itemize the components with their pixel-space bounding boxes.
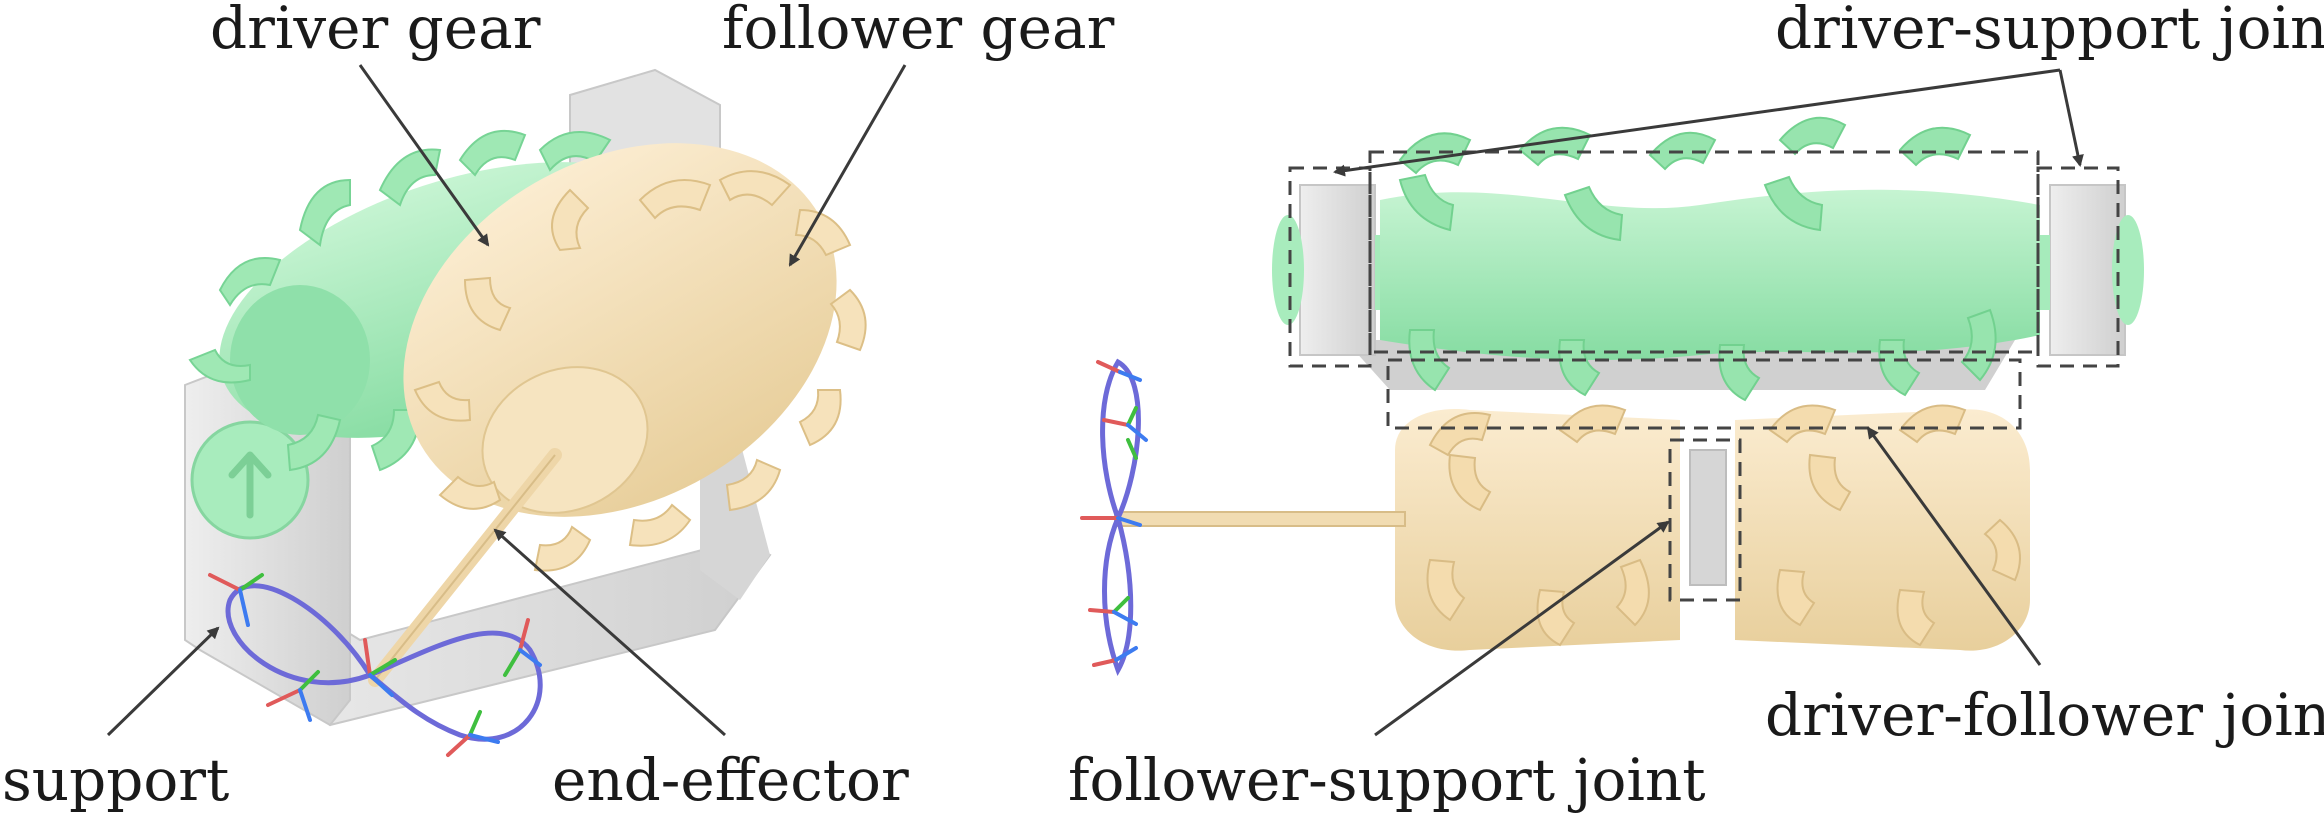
follower-gear-left bbox=[403, 143, 867, 572]
trajectory-frames-right bbox=[1080, 360, 1148, 667]
label-support: support bbox=[2, 746, 229, 814]
arrow-up-icon bbox=[228, 451, 272, 519]
leader-driver-gear bbox=[358, 64, 490, 247]
end-effector-rod-right bbox=[1114, 511, 1406, 527]
driver-gear-right bbox=[1272, 116, 2144, 402]
follower-gear-right bbox=[1395, 404, 2030, 651]
label-follower-gear: follower gear bbox=[722, 0, 1115, 62]
label-end-effector: end-effector bbox=[552, 746, 909, 814]
joint-highlight-boxes bbox=[1288, 150, 2120, 602]
trajectory-frames-left bbox=[208, 573, 542, 757]
support-center-post bbox=[1689, 449, 1727, 586]
label-follower-support-joint: follower-support joint bbox=[1068, 746, 1706, 814]
left-isometric-view: driver gear follower gear support end-ef… bbox=[2, 0, 1115, 814]
label-driver-support-joint: driver-support joint bbox=[1775, 0, 2324, 62]
right-front-view: driver-support joint driver-follower joi… bbox=[1068, 0, 2324, 814]
box-driver-main bbox=[1368, 150, 2040, 354]
box-follower-support-joint bbox=[1668, 438, 1742, 602]
leader-end-effector bbox=[493, 528, 726, 737]
leader-driver-follower bbox=[1866, 426, 2042, 666]
leader-driver-support-right bbox=[2058, 69, 2084, 167]
box-driver-follower-joint bbox=[1386, 358, 2022, 430]
support-block-left bbox=[1299, 184, 1376, 356]
leader-follower-support bbox=[1374, 520, 1670, 737]
label-driver-follower-joint: driver-follower joint bbox=[1765, 681, 2324, 749]
label-driver-gear: driver gear bbox=[210, 0, 541, 62]
leader-driver-support-left bbox=[1333, 68, 2061, 177]
leader-support bbox=[106, 626, 220, 737]
leader-follower-gear bbox=[788, 64, 907, 267]
